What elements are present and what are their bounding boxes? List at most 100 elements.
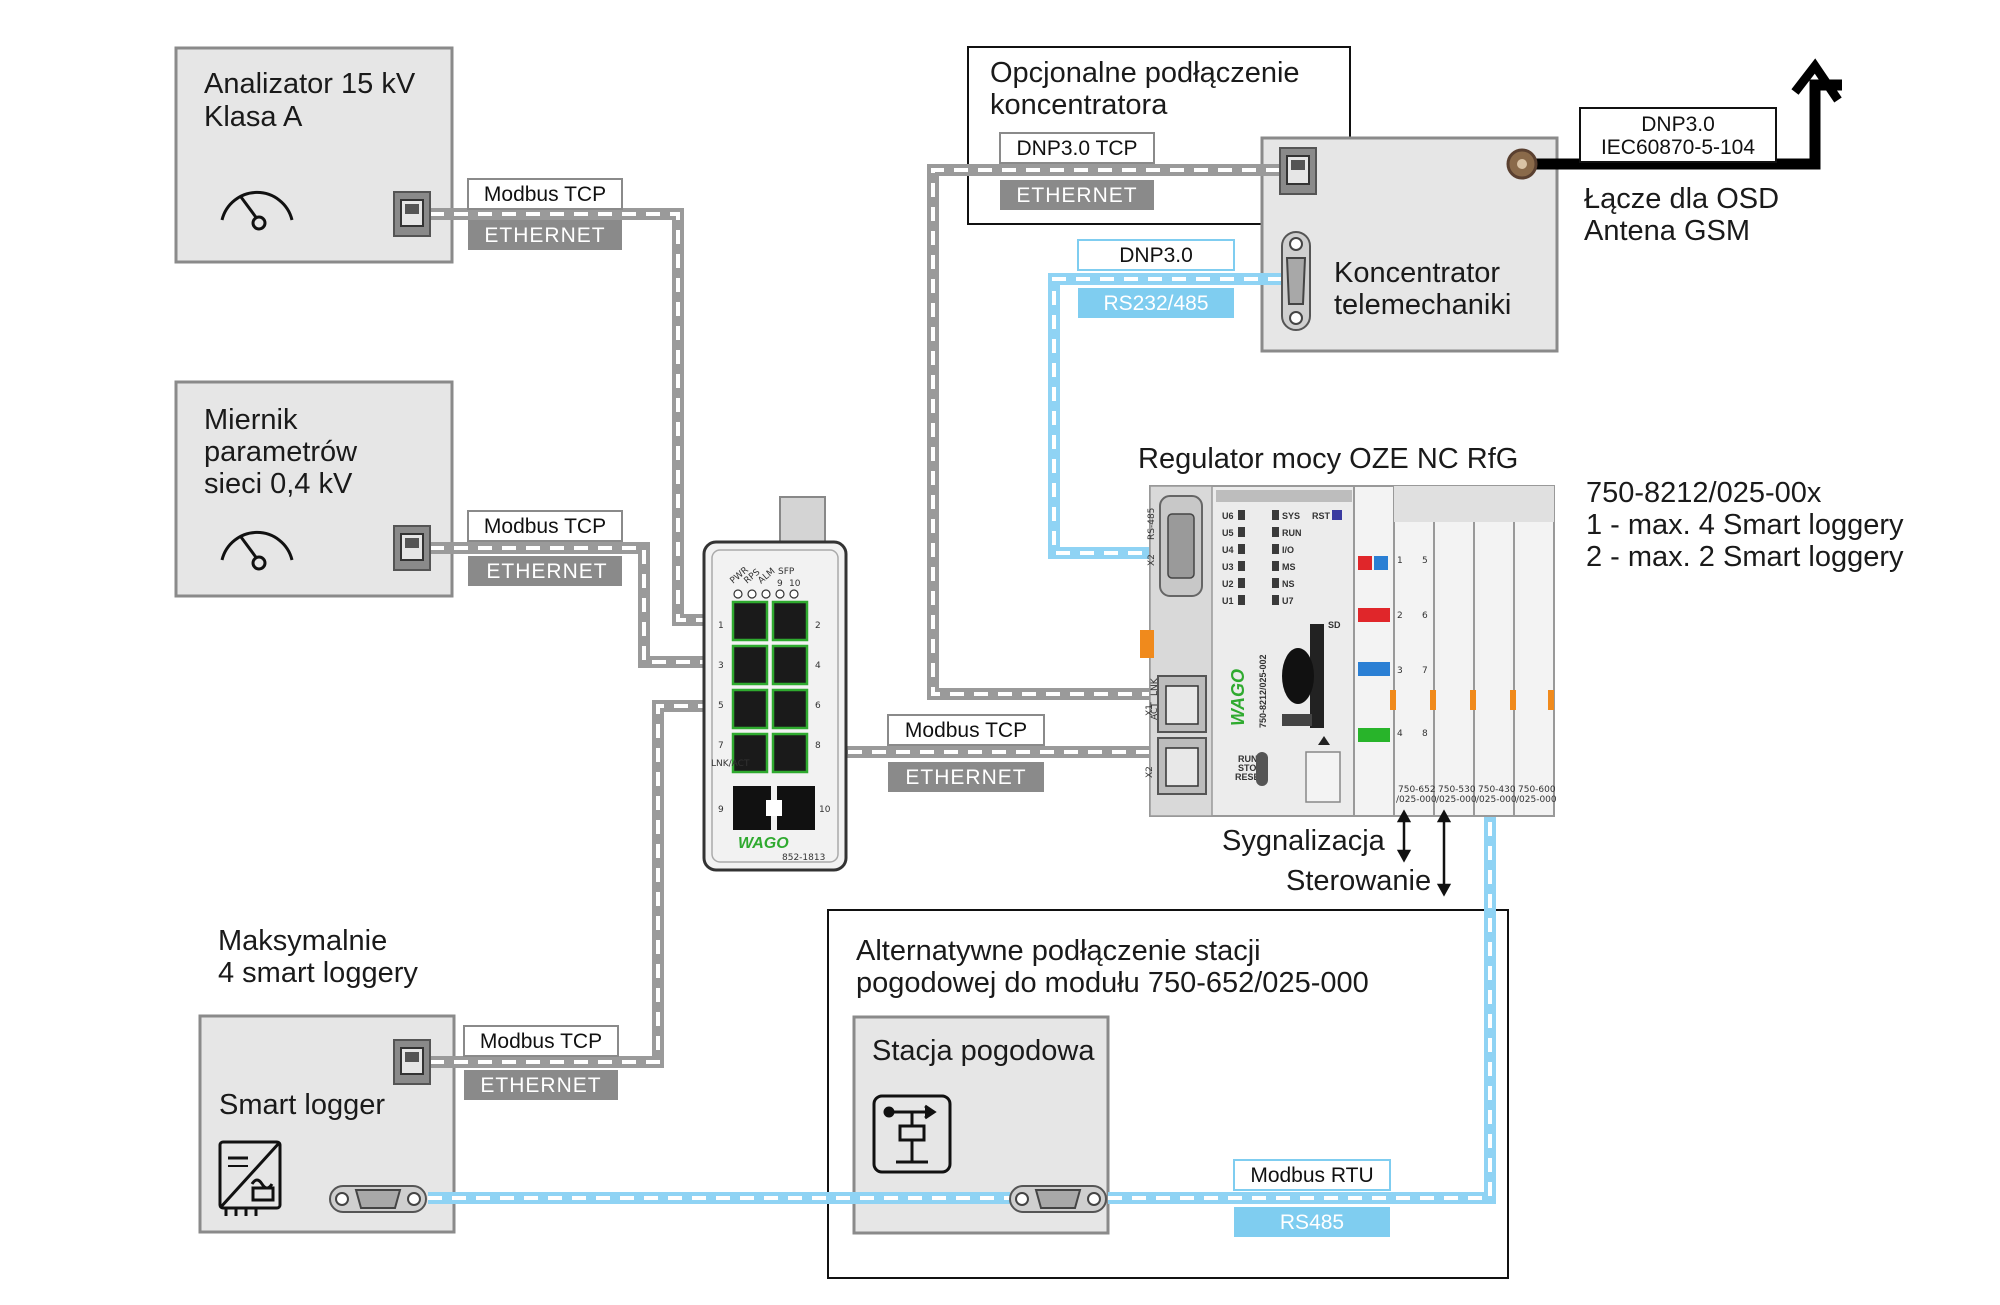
gsm-antenna (1506, 58, 1842, 180)
rtu-medium-text: RS485 (1280, 1211, 1344, 1234)
osd-protocol-badge (1579, 107, 1777, 163)
led-label-u5: U5 (1222, 528, 1234, 538)
analyzer-name-line-1: Analizator 15 kV (204, 68, 416, 100)
switch-port-1: 1 (718, 621, 724, 631)
controller-protocol-badge (887, 714, 1045, 746)
logger-medium-badge (464, 1070, 618, 1100)
rtu-protocol-text: Modbus RTU (1250, 1164, 1373, 1187)
serial-cables (428, 273, 1496, 1204)
led-label-u4: U4 (1222, 545, 1234, 555)
rst-label: RST (1312, 511, 1331, 521)
module-ch-1: 1 (1397, 556, 1403, 566)
module-ch-7: 7 (1422, 666, 1428, 676)
db9-port-icon (1281, 231, 1311, 331)
switch-port-6: 6 (815, 701, 821, 711)
led-label-ms: MS (1282, 562, 1296, 572)
controller-wago-logo: WAGO (1228, 669, 1248, 726)
osd-note-line-2: Antena GSM (1584, 215, 1750, 247)
module-label-530-suffix: /025-000 (1436, 795, 1477, 805)
module-ch-8: 8 (1422, 729, 1428, 739)
switch-port-7: 7 (718, 741, 724, 751)
concentrator-name-line-2: telemechaniki (1334, 289, 1511, 321)
gauge-icon (220, 190, 294, 231)
switch-wago-logo: WAGO (738, 835, 789, 852)
meter-name-line-3: sieci 0,4 kV (204, 468, 353, 500)
regulator-model-line-1: 750-8212/025-00x (1586, 477, 1822, 509)
db9-port-icon (329, 1185, 427, 1213)
regulator-model-line-2: 1 - max. 4 Smart loggery (1586, 509, 1904, 541)
optional-connection-frame (967, 46, 1351, 225)
switch-model-label: 852-1813 (782, 853, 825, 863)
io-modules: 1 5 2 6 3 7 4 8 750-652 /025-000 750-530… (1353, 485, 1557, 817)
concentrator-eth-medium-badge (1000, 180, 1154, 210)
io-arrows (1396, 809, 1452, 897)
module-ch-5: 5 (1422, 556, 1428, 566)
concentrator-serial-protocol-badge (1077, 239, 1235, 271)
controller-medium-badge (888, 762, 1044, 792)
industrial-switch: PWR RPS ALM SFP 9 10 1 2 3 4 5 6 7 8 LNK… (702, 496, 848, 872)
analyzer-protocol-text: Modbus TCP (484, 183, 606, 206)
concentrator-eth-protocol-badge (999, 132, 1155, 164)
switch-port-3: 3 (718, 661, 724, 671)
logger-protocol-badge (463, 1025, 619, 1057)
stop-label: STOP (1238, 763, 1262, 773)
smart-logger-name: Smart logger (219, 1089, 385, 1121)
rj45-port-icon (393, 1039, 431, 1085)
alternative-connection-frame (827, 909, 1509, 1279)
reset-label: RESET (1235, 772, 1266, 782)
led-label-ns: NS (1282, 579, 1295, 589)
module-label-430: 750-430 (1478, 785, 1516, 795)
concentrator-serial-medium-text: RS232/485 (1103, 292, 1208, 315)
led-label-u7: U7 (1282, 596, 1294, 606)
logger-protocol-text: Modbus TCP (480, 1030, 602, 1053)
inverter-icon (218, 1140, 282, 1216)
logger-medium-text: ETHERNET (480, 1074, 601, 1097)
signaling-label: Sygnalizacja (1222, 825, 1386, 857)
module-label-652: 750-652 (1398, 785, 1436, 795)
rj45-port-icon (1279, 147, 1317, 195)
led-label-u1: U1 (1222, 596, 1234, 606)
switch-led-label-9: 9 (777, 579, 783, 589)
osd-note-line-1: Łącze dla OSD (1584, 183, 1779, 215)
module-label-600: 750-600 (1518, 785, 1556, 795)
controller-medium-text: ETHERNET (905, 766, 1026, 789)
module-ch-4: 4 (1397, 729, 1403, 739)
module-label-600-suffix: /025-000 (1516, 795, 1557, 805)
concentrator-serial-medium-badge (1078, 288, 1234, 318)
meter-name-line-2: parametrów (204, 436, 358, 468)
concentrator-eth-medium-text: ETHERNET (1016, 184, 1137, 207)
switch-port-10: 10 (819, 805, 831, 815)
module-label-530: 750-530 (1438, 785, 1476, 795)
led-label-sys: SYS (1282, 511, 1300, 521)
module-ch-6: 6 (1422, 611, 1428, 621)
max-loggers-line-1: Maksymalnie (218, 925, 387, 957)
switch-port-4: 4 (815, 661, 821, 671)
control-label: Sterowanie (1286, 865, 1431, 897)
max-loggers-line-2: 4 smart loggery (218, 957, 418, 989)
x2-port-label: X2 (1147, 554, 1157, 566)
switch-port-2: 2 (815, 621, 821, 631)
switch-port-5: 5 (718, 701, 724, 711)
weather-station-icon (872, 1094, 952, 1174)
led-label-u2: U2 (1222, 579, 1234, 589)
meter-protocol-text: Modbus TCP (484, 515, 606, 538)
switch-led-label-10: 10 (789, 579, 801, 589)
led-label-run: RUN (1282, 528, 1302, 538)
analyzer-protocol-badge (467, 178, 623, 210)
alternative-note-line-1: Alternatywne podłączenie stacji (856, 935, 1261, 967)
alternative-note-line-2: pogodowej do modułu 750-652/025-000 (856, 967, 1369, 999)
rj45-port-icon (393, 525, 431, 571)
analyzer-medium-badge (468, 220, 622, 250)
optional-note-line-1: Opcjonalne podłączenie (990, 57, 1300, 89)
rtu-protocol-badge (1233, 1159, 1391, 1191)
controller-model-label: 750-8212/025-002 (1258, 654, 1268, 728)
concentrator-serial-protocol-text: DNP3.0 (1119, 244, 1193, 267)
x2-eth-port-label: X2 (1145, 766, 1155, 778)
regulator-model-line-3: 2 - max. 2 Smart loggery (1586, 541, 1904, 573)
osd-protocol-line-2: IEC60870-5-104 (1601, 136, 1755, 159)
power-controller: RS-485 X2 X1 X2 LNK ACT U6 U5 U4 U3 U2 U… (1140, 485, 1355, 817)
switch-port-8: 8 (815, 741, 821, 751)
led-label-io: I/O (1282, 545, 1294, 555)
led-label-u3: U3 (1222, 562, 1234, 572)
rtu-medium-badge (1234, 1207, 1390, 1237)
